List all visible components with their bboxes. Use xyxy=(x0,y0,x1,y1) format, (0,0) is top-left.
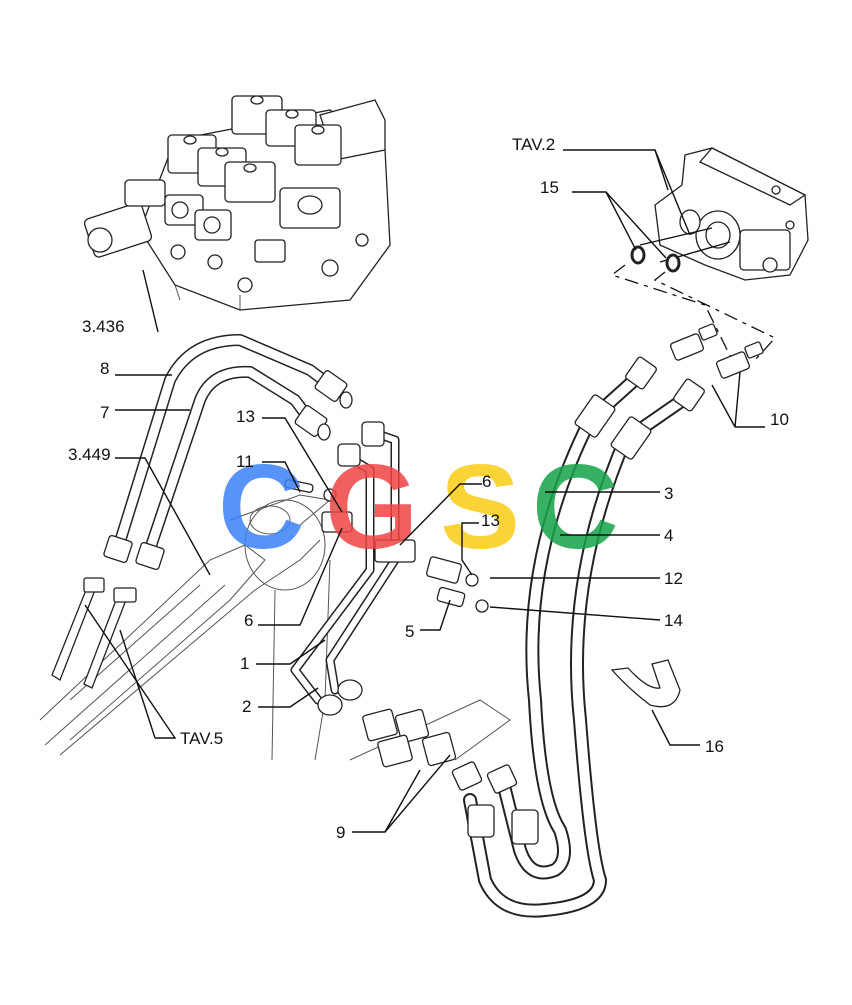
label-10: 10 xyxy=(770,410,789,429)
label-3449: 3.449 xyxy=(68,445,111,464)
leader-lines xyxy=(84,149,765,833)
label-15: 15 xyxy=(540,178,559,197)
label-6-left: 6 xyxy=(244,611,253,630)
watermark-letter-c2: C xyxy=(532,440,619,574)
label-14: 14 xyxy=(664,611,683,630)
label-tav2: TAV.2 xyxy=(512,135,555,154)
cylinder-rods-tav5 xyxy=(51,577,137,689)
watermark-letter-g: G xyxy=(325,440,418,574)
label-4: 4 xyxy=(664,526,673,545)
callout-labels: 3.436 TAV.2 15 8 7 3.449 13 11 6 6 13 3 … xyxy=(68,135,789,842)
o-rings-15 xyxy=(630,245,681,273)
label-8: 8 xyxy=(100,359,109,378)
connection-dashed-lines xyxy=(610,264,777,373)
watermark-letter-s: S xyxy=(440,440,520,574)
label-16: 16 xyxy=(705,737,724,756)
label-3436: 3.436 xyxy=(82,317,125,336)
label-7: 7 xyxy=(100,403,109,422)
label-12: 12 xyxy=(664,569,683,588)
label-13-upper: 13 xyxy=(236,407,255,426)
label-11: 11 xyxy=(236,452,254,471)
label-2: 2 xyxy=(242,697,251,716)
label-3: 3 xyxy=(664,484,673,503)
label-5: 5 xyxy=(405,622,414,641)
hose-7-8 xyxy=(103,334,353,571)
clip-16 xyxy=(610,659,681,708)
clamp-and-screws xyxy=(284,479,489,613)
loader-arm xyxy=(39,494,511,761)
fittings-10 xyxy=(669,323,764,379)
hose-3-4 xyxy=(451,356,705,918)
label-tav5: TAV.5 xyxy=(180,729,223,748)
watermark-letter-c1: C xyxy=(218,440,305,574)
watermark-logo: C G S C xyxy=(218,440,619,574)
control-valve-assembly xyxy=(83,95,391,311)
valve-body-tav2 xyxy=(639,147,809,281)
label-1: 1 xyxy=(240,654,249,673)
label-13-lower: 13 xyxy=(481,511,500,530)
label-9: 9 xyxy=(336,823,345,842)
label-6-right: 6 xyxy=(482,472,491,491)
